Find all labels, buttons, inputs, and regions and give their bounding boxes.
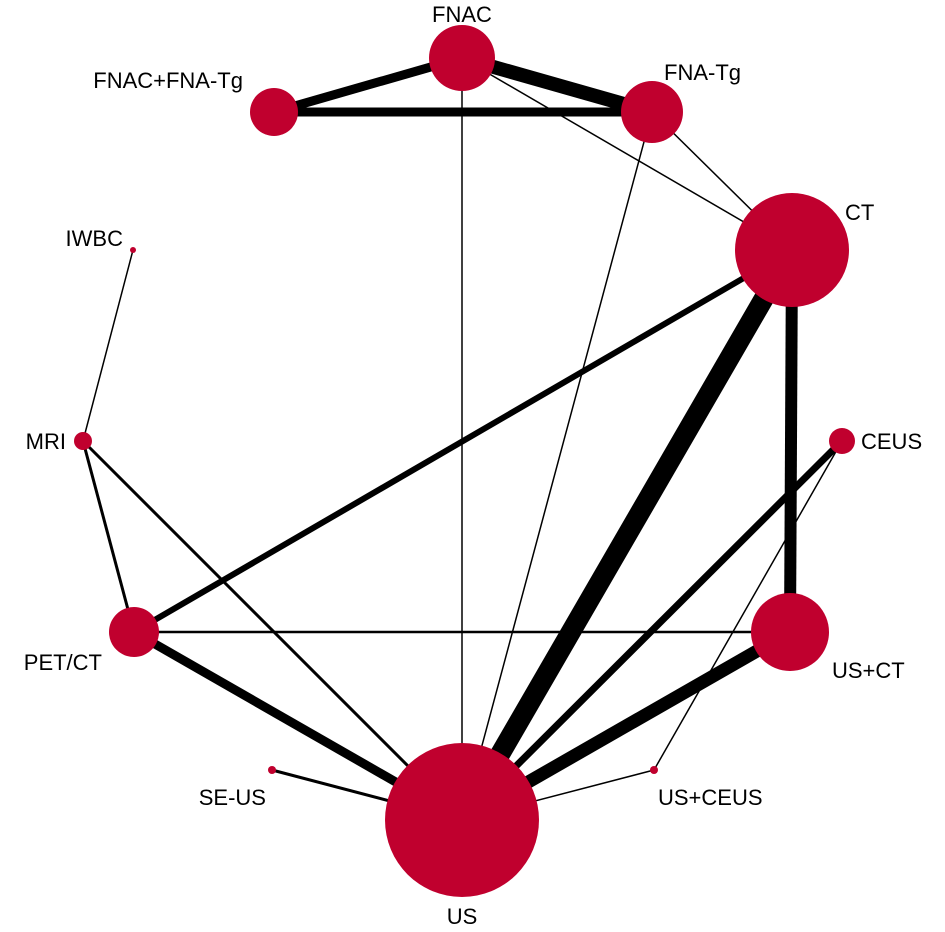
edge-ct-to-pet-ct bbox=[132, 247, 794, 635]
node-label-us-plus-ceus: US+CEUS bbox=[658, 785, 763, 810]
edge-mri-to-pet-ct bbox=[81, 440, 136, 633]
edge-fnac-to-ct bbox=[461, 57, 793, 251]
edge-ct-to-us-plus-ct bbox=[784, 249, 798, 633]
edge-ct-to-us bbox=[453, 244, 801, 826]
node-pet-ct bbox=[109, 607, 159, 657]
node-ct bbox=[735, 193, 849, 307]
node-fna-tg bbox=[621, 81, 683, 143]
edge-mri-to-us bbox=[81, 439, 464, 822]
edge-ceus-to-us-plus-ceus bbox=[653, 440, 843, 771]
node-fnac-plus-fna-tg bbox=[250, 88, 298, 136]
node-label-ct: CT bbox=[845, 200, 874, 225]
node-label-ceus: CEUS bbox=[861, 429, 922, 454]
node-iwbc bbox=[130, 247, 136, 253]
edge-iwbc-to-mri bbox=[82, 249, 134, 442]
node-ceus bbox=[829, 428, 855, 454]
node-label-iwbc: IWBC bbox=[66, 226, 124, 251]
node-label-se-us: SE-US bbox=[199, 785, 266, 810]
node-label-fnac: FNAC bbox=[432, 2, 492, 27]
node-label-fna-tg: FNA-Tg bbox=[664, 60, 741, 85]
node-layer bbox=[74, 25, 855, 897]
node-label-pet-ct: PET/CT bbox=[24, 650, 102, 675]
node-label-us: US bbox=[447, 904, 478, 929]
node-fnac bbox=[429, 25, 495, 91]
edge-layer bbox=[81, 51, 845, 826]
node-label-us-plus-ct: US+CT bbox=[832, 658, 905, 683]
node-mri bbox=[74, 432, 92, 450]
node-label-fnac-plus-fna-tg: FNAC+FNA-Tg bbox=[93, 68, 243, 93]
node-us-plus-ceus bbox=[650, 766, 658, 774]
node-us-plus-ct bbox=[751, 593, 829, 671]
edge-ceus-to-us bbox=[459, 438, 845, 823]
node-label-mri: MRI bbox=[26, 429, 66, 454]
edge-fna-tg-to-us bbox=[461, 111, 653, 821]
node-se-us bbox=[268, 766, 276, 774]
node-us bbox=[385, 743, 539, 897]
